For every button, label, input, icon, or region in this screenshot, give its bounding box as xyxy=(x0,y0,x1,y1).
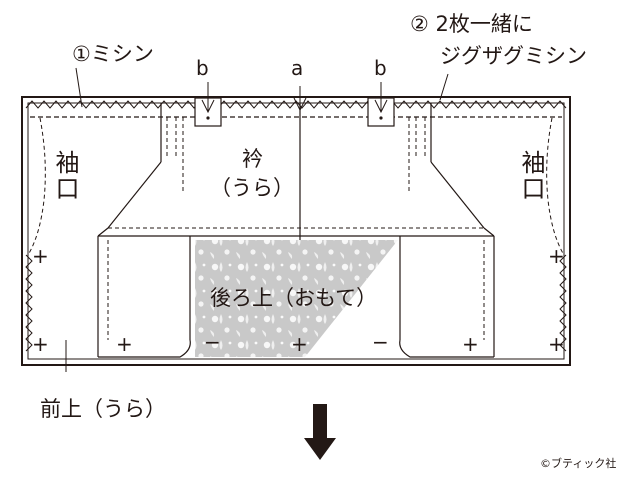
plus-mark: + xyxy=(291,332,308,356)
sleeve-cuff-left-label: 袖口 xyxy=(51,150,79,202)
point-b-left-label: b xyxy=(196,56,209,80)
plus-mark: + xyxy=(116,332,133,356)
plus-mark: + xyxy=(32,332,49,356)
front-upper-label: 前上（うら） xyxy=(40,397,166,421)
minus-mark: − xyxy=(204,330,221,354)
step2-label-line1: ② 2枚一緒に xyxy=(410,12,533,36)
sleeve-cuff-curve-right xyxy=(546,117,565,256)
step2-label-line2: ジグザグミシン xyxy=(440,44,587,68)
minus-mark: − xyxy=(372,330,389,354)
collar-side-label: （うら） xyxy=(210,176,294,200)
plus-mark: + xyxy=(548,244,565,268)
collar-label: 衿 xyxy=(242,147,263,171)
plus-mark: + xyxy=(32,244,49,268)
point-a-label: a xyxy=(291,56,304,80)
copyright-label: ©ブティック社 xyxy=(540,457,617,470)
plus-mark: + xyxy=(462,332,479,356)
back-upper-print xyxy=(195,240,398,357)
plus-mark: + xyxy=(548,332,565,356)
step1-label: ①ミシン xyxy=(72,42,154,66)
sleeve-cuff-curve-left xyxy=(27,117,46,256)
front-upper-outline xyxy=(21,96,571,366)
point-b-right-label: b xyxy=(374,56,387,80)
sleeve-cuff-right-label: 袖口 xyxy=(517,150,545,202)
back-upper-label: 後ろ上（おもて） xyxy=(210,286,378,310)
down-arrow-icon xyxy=(304,404,336,460)
zigzag-stitch-left xyxy=(25,254,33,352)
zigzag-stitch-right xyxy=(559,254,567,352)
